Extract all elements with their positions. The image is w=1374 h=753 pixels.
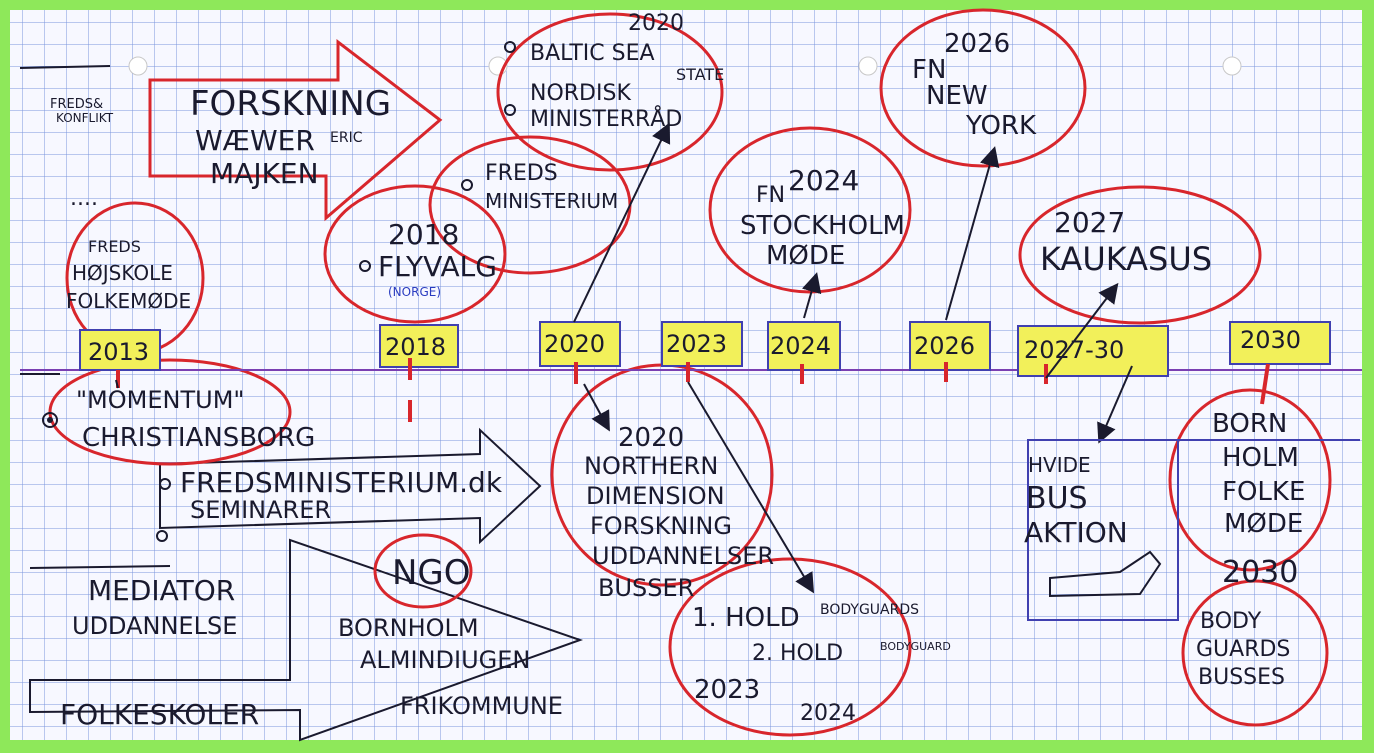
waever-label: WÆWER: [195, 124, 315, 157]
hold-year1: 2023: [694, 675, 760, 705]
momentum-l1: "MOMENTUM": [76, 386, 244, 414]
freds-hojskole-l3: FOLKEMØDE: [66, 289, 191, 313]
timeline-labels: 2013 2018 2020 2023 2024 2026 2027-30 20…: [88, 326, 1301, 366]
forskning-arrow-shape: [148, 38, 443, 222]
fn-newyork-l3: YORK: [965, 111, 1037, 141]
baltic-l2: STATE: [676, 65, 724, 84]
bornholm-fm-year: 2030: [1222, 555, 1298, 590]
northern-b2: UDDANNELSER: [592, 542, 774, 570]
year-2024: 2024: [770, 332, 831, 360]
bullet-icon: [156, 530, 168, 542]
folkeskoler-arrow-shape: [29, 538, 584, 742]
fredsmin-dk-l1: FREDSMINISTERIUM.dk: [180, 466, 503, 499]
baltic-l1: BALTIC SEA: [530, 41, 655, 66]
bodyguards-l2: GUARDS: [1196, 637, 1290, 662]
mediator-l2: UDDANNELSE: [72, 612, 237, 640]
ngo-label: NGO: [392, 553, 471, 593]
bornholm-fm-l3: FOLKE: [1222, 477, 1305, 507]
connector-arrows: [115, 122, 1133, 594]
bornholm-alm-l2: ALMINDIUGEN: [360, 646, 530, 674]
fredsministerium-l1: FREDS: [485, 161, 558, 186]
hvide-bus-arrow-shape: [1049, 550, 1162, 598]
flyvalg-label: FLYVALG: [378, 250, 497, 283]
baltic-l3: NORDISK: [530, 81, 631, 106]
northern-l1: NORTHERN: [584, 452, 718, 480]
bullet-icon: [461, 179, 473, 191]
fredsministerium-l2: MINISTERIUM: [485, 189, 618, 213]
kaukasus-year: 2027: [1054, 206, 1125, 239]
fn-newyork-l1: FN: [912, 55, 946, 85]
frikommune-label: FRIKOMMUNE: [400, 692, 563, 720]
hold2-sub: BODYGUARD: [880, 640, 951, 653]
year-2020: 2020: [544, 330, 605, 358]
momentum-l2: CHRISTIANSBORG: [82, 423, 315, 453]
timeline-boxes: [79, 321, 1331, 377]
northern-year: 2020: [618, 423, 684, 453]
northern-b1: FORSKNING: [590, 512, 732, 540]
year-2013: 2013: [88, 338, 149, 366]
bullet-icon: [359, 260, 371, 272]
hold1-label: 1. HOLD: [692, 603, 800, 633]
baltic-year: 2020: [628, 11, 684, 36]
bornholm-fm-l1: BORN: [1212, 409, 1287, 439]
fredsmin-dk-l2: SEMINARER: [190, 496, 331, 524]
bullet-icon: [504, 104, 516, 116]
fn-newyork-year: 2026: [944, 29, 1010, 59]
forskning-label: FORSKNING: [190, 84, 391, 124]
misc-lines: [19, 65, 1360, 621]
fn-stockholm-fn: FN: [756, 183, 785, 208]
fn-stockholm-l1: STOCKHOLM: [740, 211, 905, 241]
baltic-l4: MINISTERRÅD: [530, 105, 682, 132]
bornholm-alm-l1: BORNHOLM: [338, 614, 479, 642]
bullet-icon: [42, 412, 58, 428]
freds-hojskole-l2: HØJSKOLE: [72, 261, 173, 285]
bornholm-fm-l4: MØDE: [1224, 509, 1303, 539]
year-2030: 2030: [1240, 326, 1301, 354]
flyvalg-sub: (NORGE): [388, 285, 441, 299]
year-2023: 2023: [666, 330, 727, 358]
bodyguards-l3: BUSSES: [1198, 665, 1285, 690]
dots-label: ....: [70, 186, 98, 211]
freds-hojskole-l1: FREDS: [88, 237, 141, 256]
flyvalg-year: 2018: [388, 218, 459, 251]
majken-label: MAJKEN: [210, 157, 319, 190]
bullet-icon: [504, 41, 516, 53]
kaukasus-label: KAUKASUS: [1040, 240, 1212, 278]
hvide-l2: BUS: [1026, 481, 1088, 516]
konflikt-label: KONFLIKT: [56, 111, 114, 125]
hvide-l1: HVIDE: [1028, 453, 1091, 477]
bornholm-fm-l2: HOLM: [1222, 443, 1299, 473]
hold-year2: 2024: [800, 701, 856, 726]
folkeskoler-label: FOLKESKOLER: [60, 698, 259, 731]
mediator-l1: MEDIATOR: [88, 574, 235, 607]
bullet-icon: [159, 478, 171, 490]
eric-label: ERIC: [330, 130, 363, 146]
year-2026: 2026: [914, 332, 975, 360]
fn-stockholm-year: 2024: [788, 164, 859, 197]
fredsministerium-arrow-shape: [159, 427, 542, 545]
northern-l2: DIMENSION: [586, 482, 725, 510]
year-2018: 2018: [385, 333, 446, 361]
hvide-l3: AKTION: [1024, 516, 1128, 549]
fn-stockholm-l2: MØDE: [766, 241, 845, 271]
hold1-sub: BODYGUARDS: [820, 602, 919, 618]
bodyguards-l1: BODY: [1200, 609, 1262, 634]
fn-newyork-l2: NEW: [926, 81, 988, 111]
freds-konflikt-label: FREDS&: [50, 97, 103, 112]
hold2-label: 2. HOLD: [752, 641, 843, 666]
bullet-icon: [47, 417, 53, 423]
northern-b3: BUSSER: [598, 574, 694, 602]
